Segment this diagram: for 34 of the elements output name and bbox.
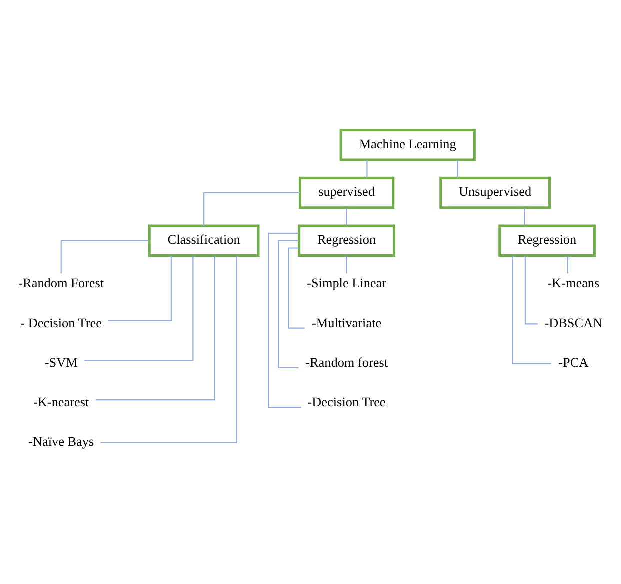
node-box: Classification bbox=[148, 224, 260, 257]
connector bbox=[366, 160, 368, 178]
connector bbox=[278, 240, 300, 368]
node-box: Unsupervised bbox=[440, 176, 551, 210]
connector bbox=[567, 256, 568, 274]
node-text: -SVM bbox=[44, 354, 78, 370]
node-box: Regression bbox=[298, 224, 396, 257]
node-text: -Naïve Bays bbox=[28, 434, 94, 450]
connector bbox=[96, 256, 216, 401]
connector bbox=[457, 160, 458, 178]
node-text: -K-nearest bbox=[34, 394, 90, 410]
connector bbox=[84, 256, 194, 362]
node-box: supervised bbox=[298, 176, 395, 210]
node-text: -Simple Linear bbox=[307, 276, 387, 291]
connector bbox=[268, 232, 302, 408]
node-text: -Random Forest bbox=[18, 276, 104, 291]
node-box: Regression bbox=[498, 224, 596, 257]
node-text: -DBSCAN bbox=[544, 315, 603, 330]
node-box: Machine Learning bbox=[340, 129, 476, 162]
connector bbox=[60, 240, 150, 274]
node-text: -Multivariate bbox=[312, 315, 382, 330]
node-text: -K-means bbox=[548, 276, 600, 291]
node-text: - Decision Tree bbox=[20, 315, 102, 330]
node-text: -PCA bbox=[558, 354, 589, 370]
connector bbox=[100, 256, 238, 444]
connector bbox=[204, 192, 300, 226]
node-text: -Random forest bbox=[306, 354, 388, 370]
connector bbox=[288, 248, 305, 329]
connector bbox=[512, 256, 552, 364]
connector bbox=[346, 256, 348, 274]
node-text: -Decision Tree bbox=[308, 394, 386, 410]
connector bbox=[108, 256, 172, 322]
connector bbox=[346, 208, 348, 226]
connector bbox=[524, 208, 526, 226]
